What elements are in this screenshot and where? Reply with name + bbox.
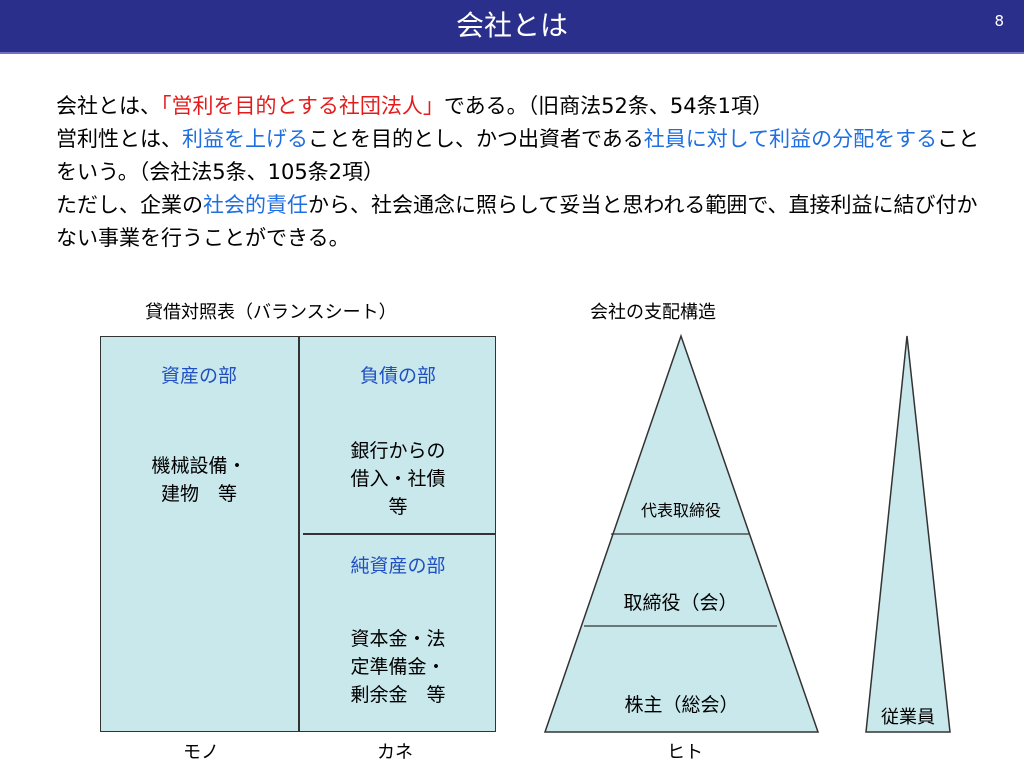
balance-sheet-title: 貸借対照表（バランスシート） (145, 302, 397, 323)
intro-line-3: ただし、企業の社会的責任から、社会通念に照らして妥当と思われる範囲で、直接利益に… (56, 189, 996, 255)
intro-line-1-highlight: 「営利を目的とする社団法人」 (161, 94, 444, 118)
label-mono: モノ (183, 742, 219, 763)
intro-line-2-c: ことを目的とし、かつ出資者である (308, 127, 644, 151)
title-bar: 会社とは 8 (0, 0, 1024, 54)
assets-heading: 資産の部 (160, 365, 237, 387)
intro-line-3-highlight: 社会的責任 (203, 193, 308, 217)
intro-line-2-a: 営利性とは、 (56, 127, 182, 151)
equity-items: 資本金・法 定準備金・ 剰余金 等 (300, 625, 496, 709)
intro-line-2-e: ことをいう。（会社法5条、105条2項） (56, 127, 980, 184)
intro-line-2-highlight-1: 利益を上げる (182, 127, 308, 151)
liabilities-items: 銀行からの 借入・社債 等 (300, 437, 496, 521)
governance-title: 会社の支配構造 (590, 302, 716, 323)
assets-line-2: 建物 等 (160, 483, 237, 505)
liabilities-line-1: 銀行からの (350, 440, 446, 462)
intro-line-1-c: である。（旧商法52条、54条1項） (443, 94, 773, 118)
label-kane: カネ (377, 742, 413, 763)
label-hito: ヒト (667, 742, 703, 763)
liabilities-line-2: 借入・社債 (350, 468, 446, 490)
intro-line-1: 会社とは、「営利を目的とする社団法人」である。（旧商法52条、54条1項） (56, 90, 996, 123)
board-of-directors-label: 取締役（会） (623, 592, 738, 614)
employee-triangle (865, 335, 951, 733)
intro-line-2-highlight-2: 社員に対して利益の分配をする (643, 127, 938, 151)
assets-line-1: 機械設備・ (151, 455, 247, 477)
intro-line-3-a: ただし、企業の (56, 193, 203, 217)
equity-line-3: 剰余金 等 (350, 684, 446, 706)
equity-heading: 純資産の部 (350, 555, 446, 577)
representative-director-label: 代表取締役 (640, 501, 721, 520)
employees-label: 従業員 (881, 707, 935, 728)
intro-text: 会社とは、「営利を目的とする社団法人」である。（旧商法52条、54条1項） 営利… (56, 90, 996, 255)
equity-line-1: 資本金・法 (350, 628, 446, 650)
shareholders-label: 株主（総会） (624, 694, 739, 716)
equity-line-2: 定準備金・ (350, 656, 446, 678)
intro-line-2: 営利性とは、利益を上げることを目的とし、かつ出資者である社員に対して利益の分配を… (56, 123, 996, 189)
intro-line-3-c: から、社会通念に照らして妥当と思われる範囲で、直接利益に結び付かない事業を行うこ… (56, 193, 978, 250)
liabilities-line-3: 等 (388, 496, 408, 518)
balance-sheet-divider-vertical (298, 336, 300, 732)
balance-sheet-divider-horizontal (303, 533, 496, 535)
assets-items: 機械設備・ 建物 等 (100, 452, 298, 508)
liabilities-heading: 負債の部 (359, 365, 436, 387)
page-number: 8 (994, 12, 1004, 30)
intro-line-1-a: 会社とは、 (56, 94, 161, 118)
page-title: 会社とは (455, 9, 568, 42)
